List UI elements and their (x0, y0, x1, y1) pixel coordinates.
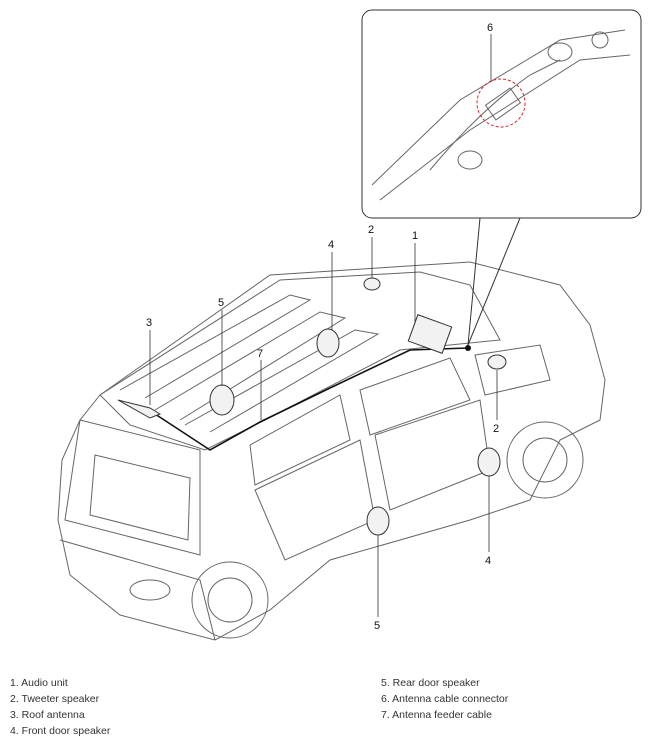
legend-item: 3. Roof antenna (10, 709, 85, 721)
front-door-speaker-roof (316, 328, 340, 358)
legend-item: 6. Antenna cable connector (381, 693, 509, 705)
callout-feeder-cable: 7 (257, 348, 263, 360)
front-door-speaker-door (477, 447, 501, 477)
vehicle-body (57, 261, 606, 641)
roof-antenna (117, 399, 162, 419)
rear-door-speaker-roof (209, 384, 235, 416)
inset-leader-right (467, 217, 521, 346)
legend-item: 2. Tweeter speaker (10, 693, 100, 705)
rear-door-speaker-door (366, 506, 390, 536)
legend-item: 1. Audio unit (10, 677, 68, 689)
cable-joint-dot (465, 345, 471, 351)
connector-highlight-circle (476, 78, 526, 128)
vehicle-audio-diagram: 1 2 2 3 4 4 5 5 6 7 (57, 9, 642, 641)
callout-front-speaker-top: 4 (328, 239, 334, 251)
legend-item: 4. Front door speaker (10, 725, 111, 737)
callout-rear-speaker-top: 5 (218, 297, 224, 309)
callout-tweeter-top: 2 (368, 224, 374, 236)
antenna-feeder-cable (151, 347, 469, 451)
legend-item: 7. Antenna feeder cable (381, 709, 492, 721)
connector-detail-inset (361, 9, 642, 219)
callout-roof-antenna: 3 (146, 317, 152, 329)
legend-right: 5. Rear door speaker 6. Antenna cable co… (381, 675, 508, 723)
audio-unit (407, 314, 453, 354)
tweeter-speaker-top (363, 277, 381, 291)
callout-tweeter-right: 2 (493, 423, 499, 435)
callout-rear-speaker-bottom: 5 (374, 620, 380, 632)
callout-front-speaker-bottom: 4 (485, 555, 491, 567)
callout-audio-unit: 1 (412, 230, 418, 242)
callout-connector: 6 (487, 22, 493, 34)
inset-leader-left (467, 217, 481, 346)
legend-left: 1. Audio unit 2. Tweeter speaker 3. Roof… (10, 675, 110, 739)
legend-item: 5. Rear door speaker (381, 677, 480, 689)
tweeter-speaker-right (487, 354, 507, 370)
